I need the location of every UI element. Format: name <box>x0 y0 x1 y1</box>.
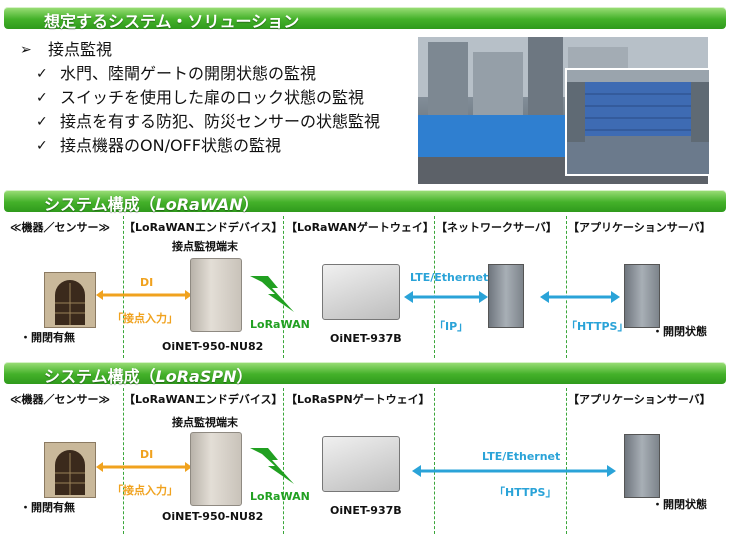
col-header: 【LoRaWANエンドデバイス】 <box>124 221 283 234</box>
col-header: 【LoRaWANゲートウェイ】 <box>286 221 434 234</box>
device-status: ・開閉有無 <box>20 331 75 344</box>
di-label: DI <box>140 448 154 461</box>
gate-drawing <box>55 450 85 495</box>
col-header: 【ネットワークサーバ】 <box>436 221 557 234</box>
title-italic: LoRaWAN <box>155 195 243 214</box>
lte-label: LTE/Ethernet <box>410 271 489 284</box>
title-bar-solution: 想定するシステム・ソリューション <box>4 7 726 31</box>
contact-input-label: 「接点入力」 <box>112 312 178 325</box>
terminal-model: OiNET-950-NU82 <box>162 340 264 353</box>
network-arrow <box>404 291 488 303</box>
radio-label: LoRaWAN <box>250 318 310 331</box>
sub-bullet: ✓ スイッチを使用した扉のロック状態の監視 <box>20 86 380 110</box>
radio-label: LoRaWAN <box>250 490 310 503</box>
gate-icon <box>44 442 96 498</box>
column-divider <box>283 216 284 358</box>
app-status: ・開閉状態 <box>652 498 707 511</box>
https-label: 「HTTPS」 <box>566 320 629 333</box>
gate-icon <box>44 272 96 328</box>
title-suffix: ） <box>236 367 253 386</box>
col-header: 【LoRaWANエンドデバイス】 <box>124 393 283 406</box>
column-divider <box>123 388 124 534</box>
section-title: システム構成（LoRaWAN） <box>44 191 259 215</box>
section-title: 想定するシステム・ソリューション <box>44 12 300 31</box>
arrow-bullet-icon: ➢ <box>20 42 32 58</box>
title-bar-lorawan: システム構成（LoRaWAN） <box>4 190 726 215</box>
column-divider <box>434 216 435 358</box>
column-divider <box>566 216 567 358</box>
app-status: ・開閉状態 <box>652 325 707 338</box>
terminal-title: 接点監視端末 <box>172 240 238 253</box>
sub-bullet-label: 水門、陸閘ゲートの開閉状態の監視 <box>60 64 317 83</box>
sub-bullet-label: スイッチを使用した扉のロック状態の監視 <box>60 88 365 107</box>
sluice-gate-photo <box>565 68 711 176</box>
title-bar-loraspn: システム構成（LoRaSPN） <box>4 362 726 387</box>
di-connection-line <box>96 462 192 472</box>
https-label: 「HTTPS」 <box>494 486 557 499</box>
title-suffix: ） <box>242 195 259 214</box>
bullet-main-label: 接点監視 <box>48 40 113 59</box>
sub-bullet-label: 接点を有する防犯、防災センサーの状態監視 <box>60 112 381 131</box>
column-divider <box>123 216 124 358</box>
checkmark-icon: ✓ <box>36 66 48 82</box>
bullet-list: ➢ 接点監視 ✓ 水門、陸閘ゲートの開閉状態の監視 ✓ スイッチを使用した扉のロ… <box>20 38 380 158</box>
sub-bullet: ✓ 接点を有する防犯、防災センサーの状態監視 <box>20 110 380 134</box>
server-icon <box>624 434 660 498</box>
col-header: ≪機器／センサー≫ <box>10 221 111 234</box>
gate-drawing <box>55 280 85 325</box>
ip-label: 「IP」 <box>434 320 469 333</box>
lightning-icon <box>250 276 294 312</box>
gateway-model: OiNET-937B <box>330 504 402 517</box>
col-header: 【アプリケーションサーバ】 <box>568 221 711 234</box>
terminal-model: OiNET-950-NU82 <box>162 510 264 523</box>
checkmark-icon: ✓ <box>36 138 48 154</box>
terminal-title: 接点監視端末 <box>172 416 238 429</box>
gateway-model: OiNET-937B <box>330 332 402 345</box>
gateway-icon <box>322 436 400 492</box>
sluice-gate-drawing <box>567 70 709 174</box>
server-icon <box>624 264 660 328</box>
checkmark-icon: ✓ <box>36 114 48 130</box>
di-label: DI <box>140 276 154 289</box>
https-arrow <box>540 291 620 303</box>
column-divider <box>283 388 284 534</box>
device-status: ・開閉有無 <box>20 501 75 514</box>
sub-bullet: ✓ 水門、陸閘ゲートの開閉状態の監視 <box>20 62 380 86</box>
title-italic: LoRaSPN <box>155 367 237 386</box>
title-prefix: システム構成（ <box>44 195 156 214</box>
column-divider <box>566 388 567 534</box>
column-divider <box>434 388 435 534</box>
section-title: システム構成（LoRaSPN） <box>44 363 253 387</box>
checkmark-icon: ✓ <box>36 90 48 106</box>
col-header: 【アプリケーションサーバ】 <box>568 393 711 406</box>
col-header: 【LoRaSPNゲートウェイ】 <box>286 393 430 406</box>
di-connection-line <box>96 290 192 300</box>
gateway-icon <box>322 264 400 320</box>
sub-bullet: ✓ 接点機器のON/OFF状態の監視 <box>20 134 380 158</box>
lightning-icon <box>250 448 294 484</box>
contact-input-label: 「接点入力」 <box>112 484 178 497</box>
server-icon <box>488 264 524 328</box>
https-arrow <box>412 465 616 477</box>
lte-label: LTE/Ethernet <box>482 450 561 463</box>
title-prefix: システム構成（ <box>44 367 156 386</box>
terminal-icon <box>190 258 242 332</box>
col-header: ≪機器／センサー≫ <box>10 393 111 406</box>
bullet-main: ➢ 接点監視 <box>20 38 380 62</box>
terminal-icon <box>190 432 242 506</box>
sub-bullet-label: 接点機器のON/OFF状態の監視 <box>60 136 281 155</box>
